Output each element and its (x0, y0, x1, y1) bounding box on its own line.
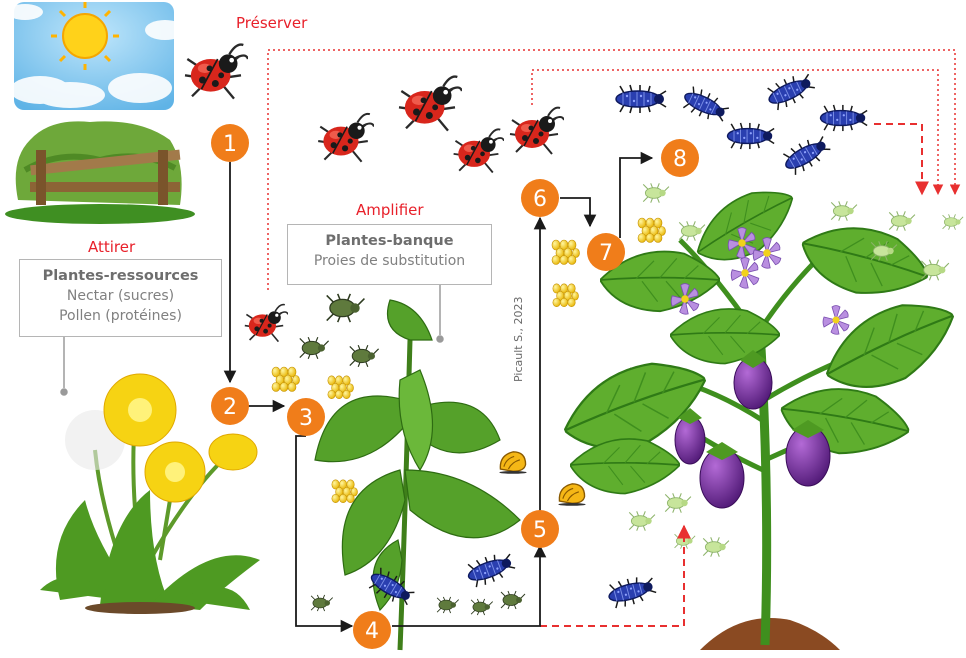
resource-plants-line1: Nectar (sucres) (20, 286, 221, 306)
step-3: 3 (287, 398, 325, 436)
sky-illustration (7, 2, 185, 110)
step-number: 1 (223, 132, 237, 157)
step-number: 4 (365, 619, 379, 644)
step-number: 3 (299, 406, 313, 431)
step-8: 8 (661, 139, 699, 177)
label-attirer: Attirer (88, 238, 135, 256)
step-number: 2 (223, 395, 237, 420)
label-amplifier: Amplifier (356, 201, 424, 219)
step-number: 7 (599, 241, 613, 266)
bank-plants-line1: Proies de substitution (288, 251, 491, 271)
author-credit: Picault S., 2023 (512, 296, 525, 382)
resource-plants-line2: Pollen (protéines) (20, 306, 221, 326)
nettle-illustration (315, 300, 520, 650)
hedge-illustration (5, 121, 195, 224)
step-1: 1 (211, 124, 249, 162)
step-4: 4 (353, 611, 391, 649)
ladybug-group (185, 45, 564, 342)
step-7: 7 (587, 233, 625, 271)
pupa-group (499, 452, 585, 506)
bank-plants-title: Plantes-banque (288, 231, 491, 251)
label-preserver: Préserver (236, 14, 307, 32)
step-number: 5 (533, 518, 547, 543)
step-5: 5 (521, 510, 559, 548)
step-6: 6 (521, 179, 559, 217)
resource-plants-title: Plantes-ressources (20, 266, 221, 286)
step-number: 8 (673, 147, 687, 172)
resource-plants-box: Plantes-ressources Nectar (sucres) Polle… (19, 259, 222, 337)
step-2: 2 (211, 387, 249, 425)
step-number: 6 (533, 187, 547, 212)
bank-plants-box: Plantes-banque Proies de substitution (287, 224, 492, 285)
